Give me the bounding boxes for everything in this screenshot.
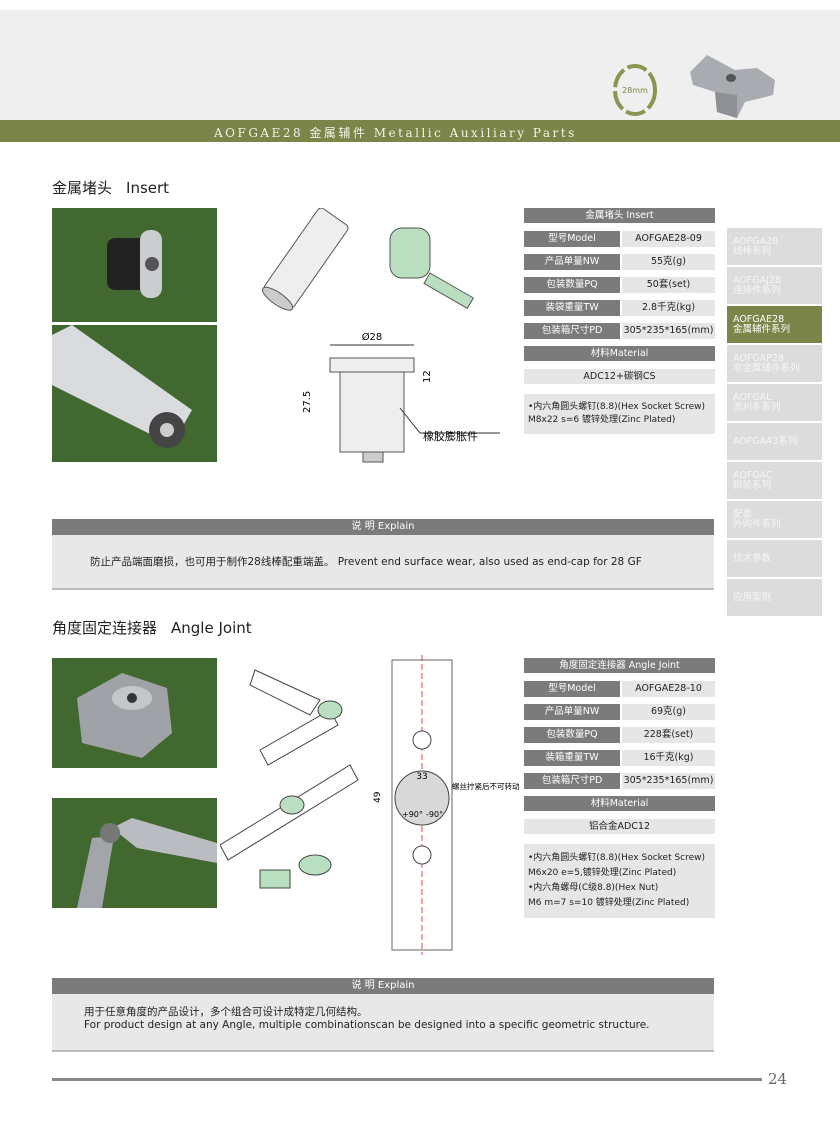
explain-bar-angle: 说 明 Explain bbox=[52, 978, 714, 994]
insert-drawings: Ø28 27.5 12 橡胶膨胀件 bbox=[261, 208, 500, 463]
spec-value: 305*235*165(mm) bbox=[622, 323, 715, 339]
explain-bar-insert: 说 明 Explain bbox=[52, 519, 714, 535]
note-line: M8x22 s=6 镀锌处理(Zinc Plated) bbox=[528, 415, 676, 425]
spec-key: 包装箱尺寸PD bbox=[524, 323, 620, 339]
spec-notes: •内六角圆头螺钉(8.8)(Hex Socket Screw) M8x22 s=6… bbox=[524, 394, 715, 434]
spec-key: 型号Model bbox=[524, 681, 620, 697]
profile-28mm-icon: 28mm bbox=[613, 64, 657, 116]
dim-diameter: Ø28 bbox=[362, 331, 383, 343]
spec-key: 产品单量NW bbox=[524, 254, 620, 270]
insert-photo bbox=[52, 208, 217, 322]
spec-title: 角度固定连接器 Angle Joint bbox=[524, 658, 715, 673]
angle-joint-assembly-photo bbox=[52, 798, 217, 908]
spec-value: AOFGAE28-09 bbox=[622, 231, 715, 247]
angle-joint-photo bbox=[52, 658, 217, 768]
callout-rubber: 橡胶膨胀件 bbox=[423, 429, 478, 443]
explain-body-angle: 用于任意角度的产品设计，多个组合可设计成特定几何结构。For product d… bbox=[52, 994, 714, 1052]
note-line: M6 m=7 s=10 镀锌处理(Zinc Plated) bbox=[528, 898, 690, 908]
title-en: Angle Joint bbox=[171, 619, 252, 637]
sidebar-item-aofga43[interactable]: AOFGA43系列 bbox=[727, 423, 822, 460]
spec-value: 305*235*165(mm) bbox=[622, 773, 715, 789]
dim-49: 49 bbox=[373, 791, 383, 803]
dim-height: 27.5 bbox=[302, 391, 313, 413]
spec-key: 装袋重量TW bbox=[524, 300, 620, 316]
title-cn: 角度固定连接器 bbox=[52, 619, 158, 637]
sidebar-item-outsourced[interactable]: 配套外购件系列 bbox=[727, 501, 822, 538]
explain-text: For product design at any Angle, multipl… bbox=[84, 1019, 650, 1031]
dim-12: 12 bbox=[422, 370, 433, 383]
spec-value: 2.8千克(kg) bbox=[622, 300, 715, 316]
profile-size-label: 28mm bbox=[622, 86, 648, 95]
sidebar-item-tech-params[interactable]: 技术参数 bbox=[727, 540, 822, 577]
section-title-angle-joint: 角度固定连接器 Angle Joint bbox=[52, 617, 252, 638]
spec-notes: •内六角圆头螺钉(8.8)(Hex Socket Screw) M6x20 e=5… bbox=[524, 844, 715, 918]
callout-fixed: 螺丝拧紧后不可转动 bbox=[452, 781, 520, 791]
title-en: Insert bbox=[126, 179, 170, 197]
spec-value: 16千克(kg) bbox=[622, 750, 715, 766]
note-line: •内六角圆头螺钉(8.8)(Hex Socket Screw) bbox=[528, 402, 706, 412]
material-label: 材料Material bbox=[524, 796, 715, 811]
material-value: 铝合金ADC12 bbox=[524, 819, 715, 834]
spec-value: 228套(set) bbox=[622, 727, 715, 743]
metal-part-image bbox=[690, 55, 775, 118]
spec-title: 金属堵头 Insert bbox=[524, 208, 715, 223]
title-cn: 金属堵头 bbox=[52, 179, 113, 197]
spec-key: 型号Model bbox=[524, 231, 620, 247]
angle-joint-drawings: 33 49 +90° -90° 螺丝拧紧后不可转动 bbox=[220, 655, 520, 955]
section-title-insert: 金属堵头 Insert bbox=[52, 177, 169, 198]
explain-body-insert: 防止产品端面磨损，也可用于制作28线棒配重端盖。 Prevent end sur… bbox=[52, 535, 714, 590]
spec-key: 包装箱尺寸PD bbox=[524, 773, 620, 789]
spec-value: 50套(set) bbox=[622, 277, 715, 293]
category-band: AOFGAE28 金属辅件 Metallic Auxiliary Parts bbox=[0, 120, 840, 142]
footer-rule bbox=[52, 1078, 762, 1081]
page-number: 24 bbox=[768, 1070, 788, 1088]
spec-value: 55克(g) bbox=[622, 254, 715, 270]
spec-value: 69克(g) bbox=[622, 704, 715, 720]
note-line: •内六角螺母(C级8.8)(Hex Nut) bbox=[528, 883, 659, 893]
note-line: M6x20 e=5,镀锌处理(Zinc Plated) bbox=[528, 868, 677, 878]
spec-value: AOFGAE28-10 bbox=[622, 681, 715, 697]
material-label: 材料Material bbox=[524, 346, 715, 361]
insert-tube-photo bbox=[52, 325, 217, 462]
material-value: ADC12+碳钢CS bbox=[524, 369, 715, 384]
spec-key: 装箱重量TW bbox=[524, 750, 620, 766]
note-line: •内六角圆头螺钉(8.8)(Hex Socket Screw) bbox=[528, 853, 706, 863]
spec-key: 包装数量PQ bbox=[524, 727, 620, 743]
angle-plus: +90° bbox=[402, 810, 423, 819]
explain-text: 用于任意角度的产品设计，多个组合可设计成特定几何结构。 bbox=[84, 1006, 368, 1018]
spec-key: 包装数量PQ bbox=[524, 277, 620, 293]
explain-text: 防止产品端面磨损，也可用于制作28线棒配重端盖。 Prevent end sur… bbox=[90, 556, 642, 568]
angle-minus: -90° bbox=[426, 810, 443, 819]
sidebar-item-cases[interactable]: 应用案例 bbox=[727, 579, 822, 616]
spec-key: 产品单量NW bbox=[524, 704, 620, 720]
dim-33: 33 bbox=[416, 772, 427, 782]
